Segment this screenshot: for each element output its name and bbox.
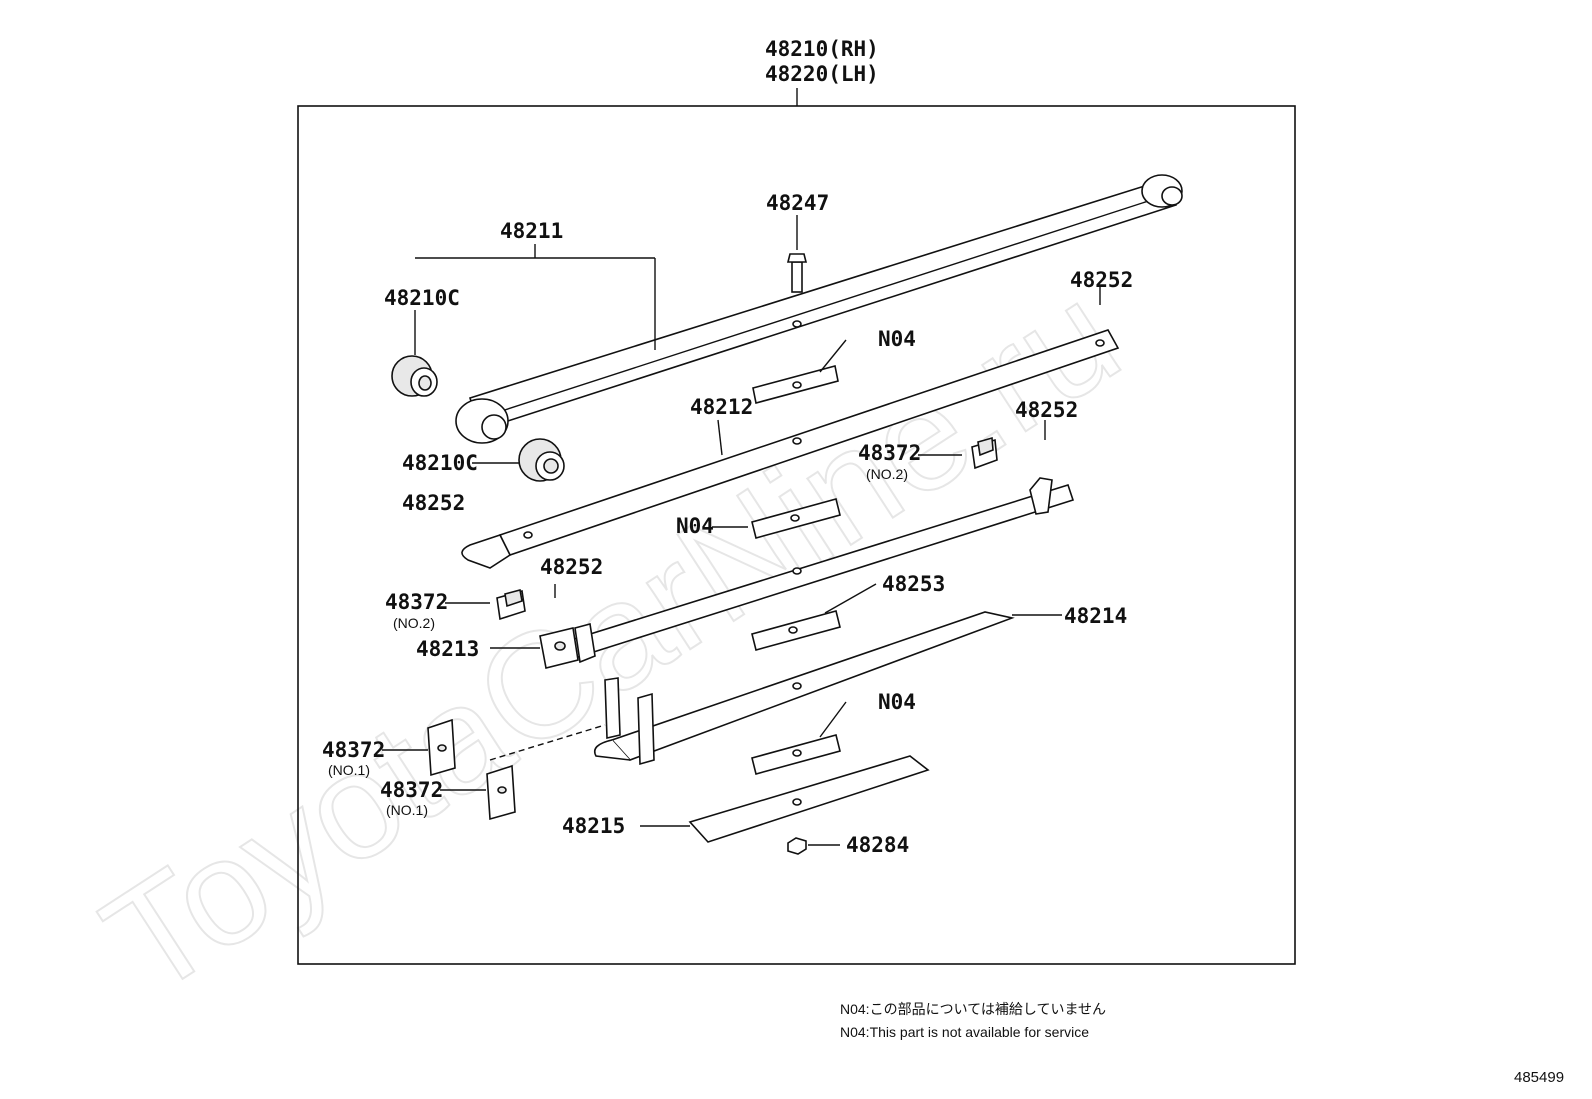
callout-48212[interactable]: 48212 <box>690 395 753 419</box>
diagram-id: 485499 <box>1514 1069 1564 1086</box>
callout-n04-b[interactable]: N04 <box>676 514 714 538</box>
callout-48252-a[interactable]: 48252 <box>1070 268 1133 292</box>
callout-48372-no1-a-sub: (NO.1) <box>328 762 370 778</box>
clip-48372-no1-upper[interactable] <box>427 718 456 777</box>
callout-48372-no2-a-sub: (NO.2) <box>866 466 908 482</box>
note-en: N04:This part is not available for servi… <box>840 1024 1089 1040</box>
callout-48210c-bottom[interactable]: 48210C <box>402 451 478 475</box>
assembly-label-rh[interactable]: 48210(RH) <box>765 37 879 61</box>
clip-48372-no1-lower[interactable] <box>486 764 516 821</box>
callout-n04-a[interactable]: N04 <box>878 327 916 351</box>
callout-48210c-top[interactable]: 48210C <box>384 286 460 310</box>
callout-48213[interactable]: 48213 <box>416 637 479 661</box>
bushing-48210c-top[interactable] <box>391 355 438 397</box>
leaf-48212[interactable] <box>461 329 1120 569</box>
callout-48252-d[interactable]: 48252 <box>540 555 603 579</box>
assembly-label-lh[interactable]: 48220(LH) <box>765 62 879 86</box>
callout-48252-c[interactable]: 48252 <box>402 491 465 515</box>
callout-48372-no1-a[interactable]: 48372 <box>322 738 385 762</box>
callout-48247[interactable]: 48247 <box>766 191 829 215</box>
callout-48372-no2-a[interactable]: 48372 <box>858 441 921 465</box>
bushing-48210c-bottom[interactable] <box>518 438 565 482</box>
center-bolt-48247[interactable] <box>786 253 808 293</box>
callout-48253[interactable]: 48253 <box>882 572 945 596</box>
callout-48372-no2-b-sub: (NO.2) <box>393 615 435 631</box>
callout-48214[interactable]: 48214 <box>1064 604 1127 628</box>
clip-48372-no2-left[interactable] <box>496 589 526 621</box>
callout-48252-b[interactable]: 48252 <box>1015 398 1078 422</box>
assembly-frame <box>297 105 1296 965</box>
leaf-48215[interactable] <box>688 755 930 843</box>
callout-48284[interactable]: 48284 <box>846 833 909 857</box>
main-leaf-48211[interactable] <box>455 174 1183 444</box>
leader-lines <box>382 215 1101 846</box>
leaf-48213[interactable] <box>539 477 1075 669</box>
callout-48211[interactable]: 48211 <box>500 219 563 243</box>
callout-n04-c[interactable]: N04 <box>878 690 916 714</box>
callout-48372-no1-b[interactable]: 48372 <box>380 778 443 802</box>
callout-48372-no2-b[interactable]: 48372 <box>385 590 448 614</box>
nut-48284[interactable] <box>787 837 807 855</box>
note-jp: N04:この部品については補給していません <box>840 1001 1106 1017</box>
callout-48215[interactable]: 48215 <box>562 814 625 838</box>
clip-48372-no2-right[interactable] <box>971 436 998 470</box>
leaf-48214[interactable] <box>593 611 1015 766</box>
clip-dashed-leader <box>489 724 606 761</box>
callout-48372-no1-b-sub: (NO.1) <box>386 802 428 818</box>
